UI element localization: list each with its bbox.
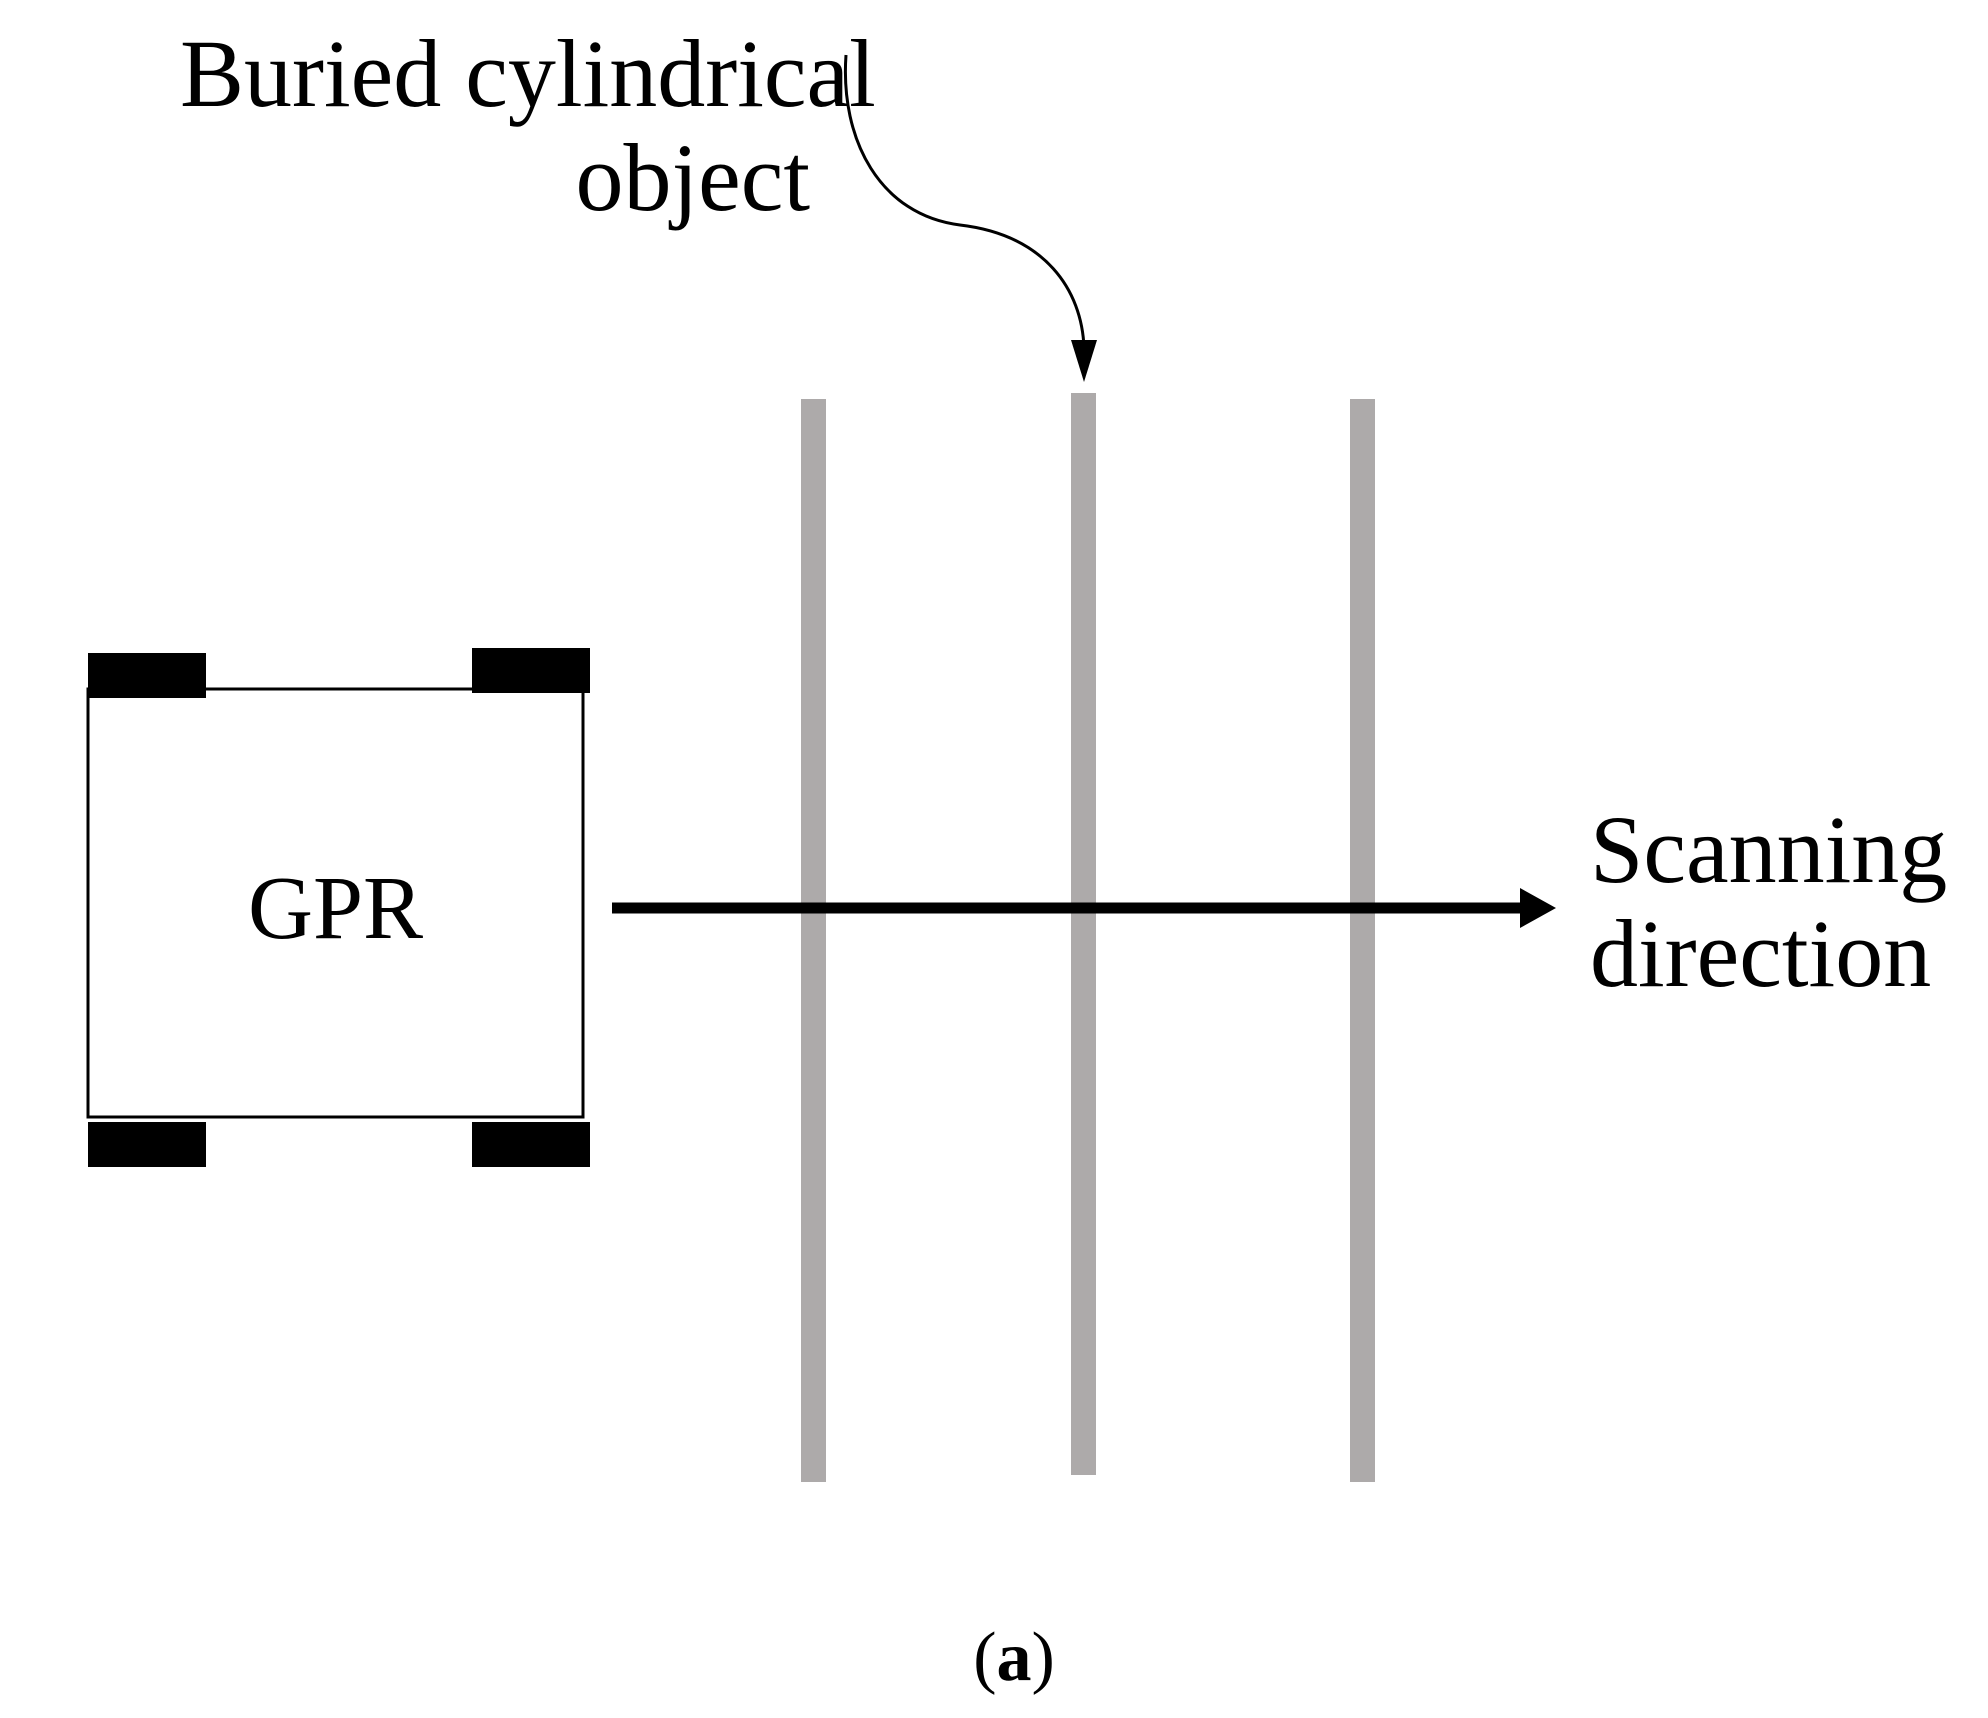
object-pointer-arrow: [843, 54, 1086, 349]
gpr-wheel-top-right: [472, 648, 590, 693]
scanning-direction-label: Scanning direction: [1590, 796, 1948, 1007]
buried-object-label: Buried cylindrical object: [180, 20, 876, 231]
buried-cylinder-3: [1350, 399, 1375, 1482]
gpr-wheel-bottom-right: [472, 1122, 590, 1167]
buried-object-label-line2: object: [575, 123, 810, 231]
buried-object-label-line1: Buried cylindrical: [180, 20, 876, 127]
gpr-label: GPR: [247, 859, 424, 958]
scanning-direction-label-line2: direction: [1590, 899, 1932, 1007]
object-pointer-arrowhead: [1071, 340, 1097, 382]
gpr-wheel-top-left: [88, 653, 206, 698]
gpr-wheel-bottom-left: [88, 1122, 206, 1167]
subfigure-letter: a: [996, 1619, 1032, 1696]
buried-cylinder-1: [801, 399, 826, 1482]
gpr-cart-body: [86, 687, 585, 1119]
scanning-direction-label-line1: Scanning: [1590, 796, 1948, 903]
scanning-direction-arrowhead: [1520, 888, 1556, 928]
buried-cylinder-2: [1071, 393, 1096, 1475]
subfigure-label: (a): [973, 1619, 1055, 1696]
